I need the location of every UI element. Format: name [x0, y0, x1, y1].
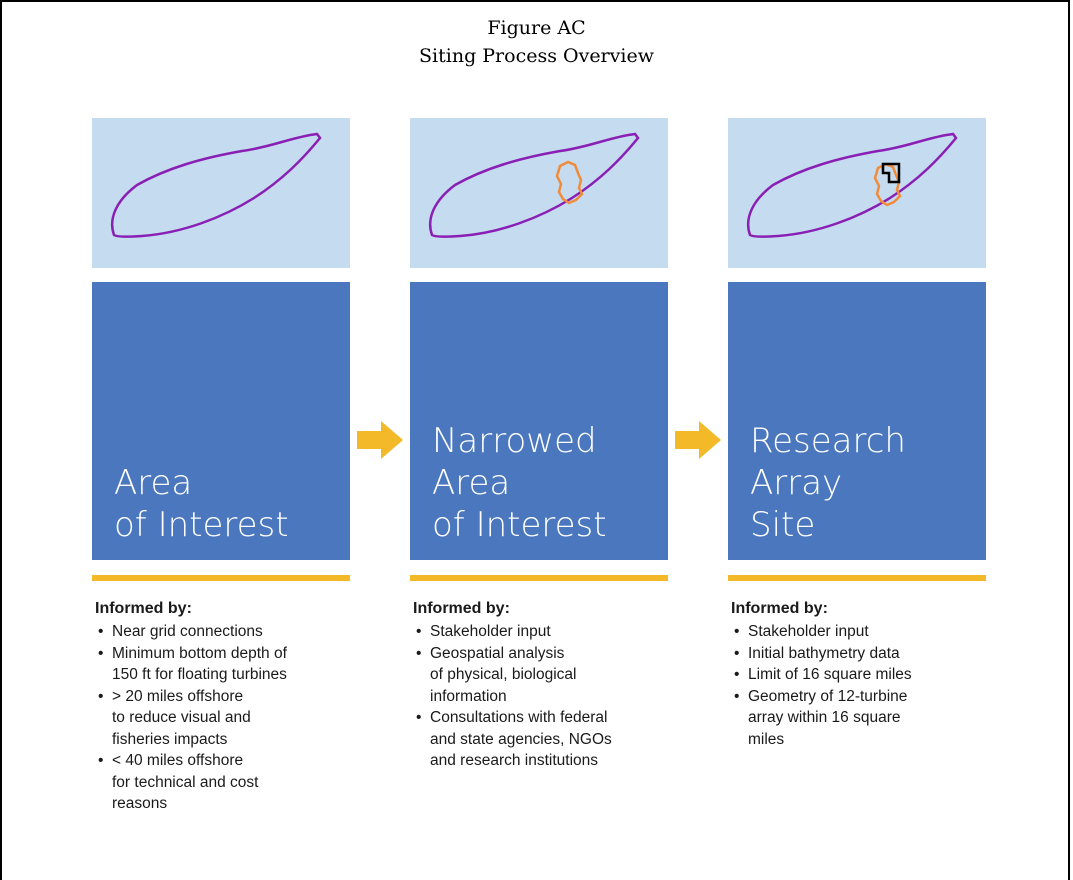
narrowed-area-outline — [555, 160, 584, 205]
list-item-text: < 40 miles offshore — [112, 752, 244, 769]
list-item-text: Geospatial analysis — [430, 644, 565, 662]
list-item-text: of physical, biological — [430, 666, 577, 683]
list-item: • Limit of 16 square miles — [731, 664, 981, 686]
list-item-text: > 20 miles offshore — [112, 687, 244, 705]
list-item: • Geometry of 12-turbine array within 16… — [731, 686, 981, 751]
bullet-icon: • — [734, 687, 740, 705]
bullet-icon: • — [416, 644, 422, 662]
figure-title: Figure AC Siting Process Overview — [0, 14, 1073, 70]
divider-rule — [728, 575, 986, 581]
list-item: • Consultations with federal and state a… — [413, 707, 663, 772]
list-item-text: Limit of 16 square miles — [748, 666, 912, 683]
informed-by-heading: Informed by: — [95, 600, 192, 617]
list-item-text: array within 16 square — [748, 709, 901, 726]
list-item-text: miles — [748, 730, 785, 748]
list-item: • Near grid connections — [95, 621, 345, 643]
step-box-research-array-site: Research Array Site — [728, 282, 986, 560]
figure-caption: Siting Process Overview — [419, 45, 654, 67]
step-label-line: Site — [750, 505, 816, 545]
area-of-interest-outline — [429, 132, 640, 238]
map-narrowed-area — [410, 118, 668, 268]
step-label-line: of Interest — [114, 505, 289, 545]
area-of-interest-outline — [111, 132, 322, 238]
bullet-icon: • — [98, 752, 104, 769]
informed-by-narrowed-area: Informed by: • Stakeholder input • Geosp… — [413, 598, 663, 772]
figure-number: Figure AC — [487, 17, 586, 39]
criteria-list: • Stakeholder input • Initial bathymetry… — [731, 621, 981, 750]
step-box-narrowed-area: Narrowed Area of Interest — [410, 282, 668, 560]
list-item-text: reasons — [112, 795, 168, 812]
list-item-text: Consultations with federal — [430, 709, 608, 726]
list-item: • Initial bathymetry data — [731, 643, 981, 665]
informed-by-area-of-interest: Informed by: • Near grid connections • M… — [95, 598, 345, 815]
list-item-text: Geometry of 12-turbine — [748, 687, 908, 705]
criteria-list: • Near grid connections • Minimum bottom… — [95, 621, 345, 815]
research-array-site-outline — [881, 162, 901, 184]
arrow-right-icon — [675, 421, 721, 459]
informed-by-research-array-site: Informed by: • Stakeholder input • Initi… — [731, 598, 981, 750]
bullet-icon: • — [416, 623, 422, 640]
step-label: Area of Interest — [114, 462, 289, 546]
list-item-text: fisheries impacts — [112, 730, 228, 748]
list-item: • Stakeholder input — [731, 621, 981, 643]
bullet-icon: • — [98, 644, 104, 662]
list-item-text: Minimum bottom depth of — [112, 644, 287, 662]
list-item-text: and research institutions — [430, 752, 599, 769]
step-label: Research Array Site — [750, 420, 906, 546]
step-label-line: Area — [432, 463, 511, 503]
list-item: • > 20 miles offshore to reduce visual a… — [95, 686, 345, 751]
list-item-text: and state agencies, NGOs — [430, 730, 612, 748]
list-item: • Geospatial analysis of physical, biolo… — [413, 643, 663, 708]
list-item-text: Near grid connections — [112, 623, 263, 640]
divider-rule — [410, 575, 668, 581]
bullet-icon: • — [734, 666, 740, 683]
area-of-interest-outline — [747, 132, 958, 238]
step-label-line: of Interest — [432, 505, 607, 545]
step-label-line: Array — [750, 463, 843, 503]
step-label-line: Narrowed — [432, 421, 597, 461]
list-item-text: 150 ft for floating turbines — [112, 666, 287, 683]
step-label-line: Research — [750, 421, 906, 461]
list-item: • Stakeholder input — [413, 621, 663, 643]
step-label: Narrowed Area of Interest — [432, 420, 607, 546]
bullet-icon: • — [416, 709, 422, 726]
map-area-of-interest — [92, 118, 350, 268]
list-item-text: for technical and cost — [112, 773, 259, 791]
bullet-icon: • — [98, 687, 104, 705]
list-item-text: information — [430, 687, 507, 705]
list-item-text: Stakeholder input — [748, 623, 869, 640]
list-item-text: Stakeholder input — [430, 623, 551, 640]
bullet-icon: • — [98, 623, 104, 640]
bullet-icon: • — [734, 644, 740, 662]
list-item-text: Initial bathymetry data — [748, 644, 900, 662]
step-label-line: Area — [114, 463, 193, 503]
informed-by-heading: Informed by: — [413, 600, 510, 617]
informed-by-heading: Informed by: — [731, 600, 828, 617]
list-item: • Minimum bottom depth of 150 ft for flo… — [95, 643, 345, 686]
criteria-list: • Stakeholder input • Geospatial analysi… — [413, 621, 663, 772]
narrowed-area-outline — [873, 162, 902, 207]
bullet-icon: • — [734, 623, 740, 640]
list-item: • < 40 miles offshore for technical and … — [95, 750, 345, 815]
map-research-array-site — [728, 118, 986, 268]
arrow-right-icon — [357, 421, 403, 459]
list-item-text: to reduce visual and — [112, 709, 251, 726]
step-box-area-of-interest: Area of Interest — [92, 282, 350, 560]
divider-rule — [92, 575, 350, 581]
